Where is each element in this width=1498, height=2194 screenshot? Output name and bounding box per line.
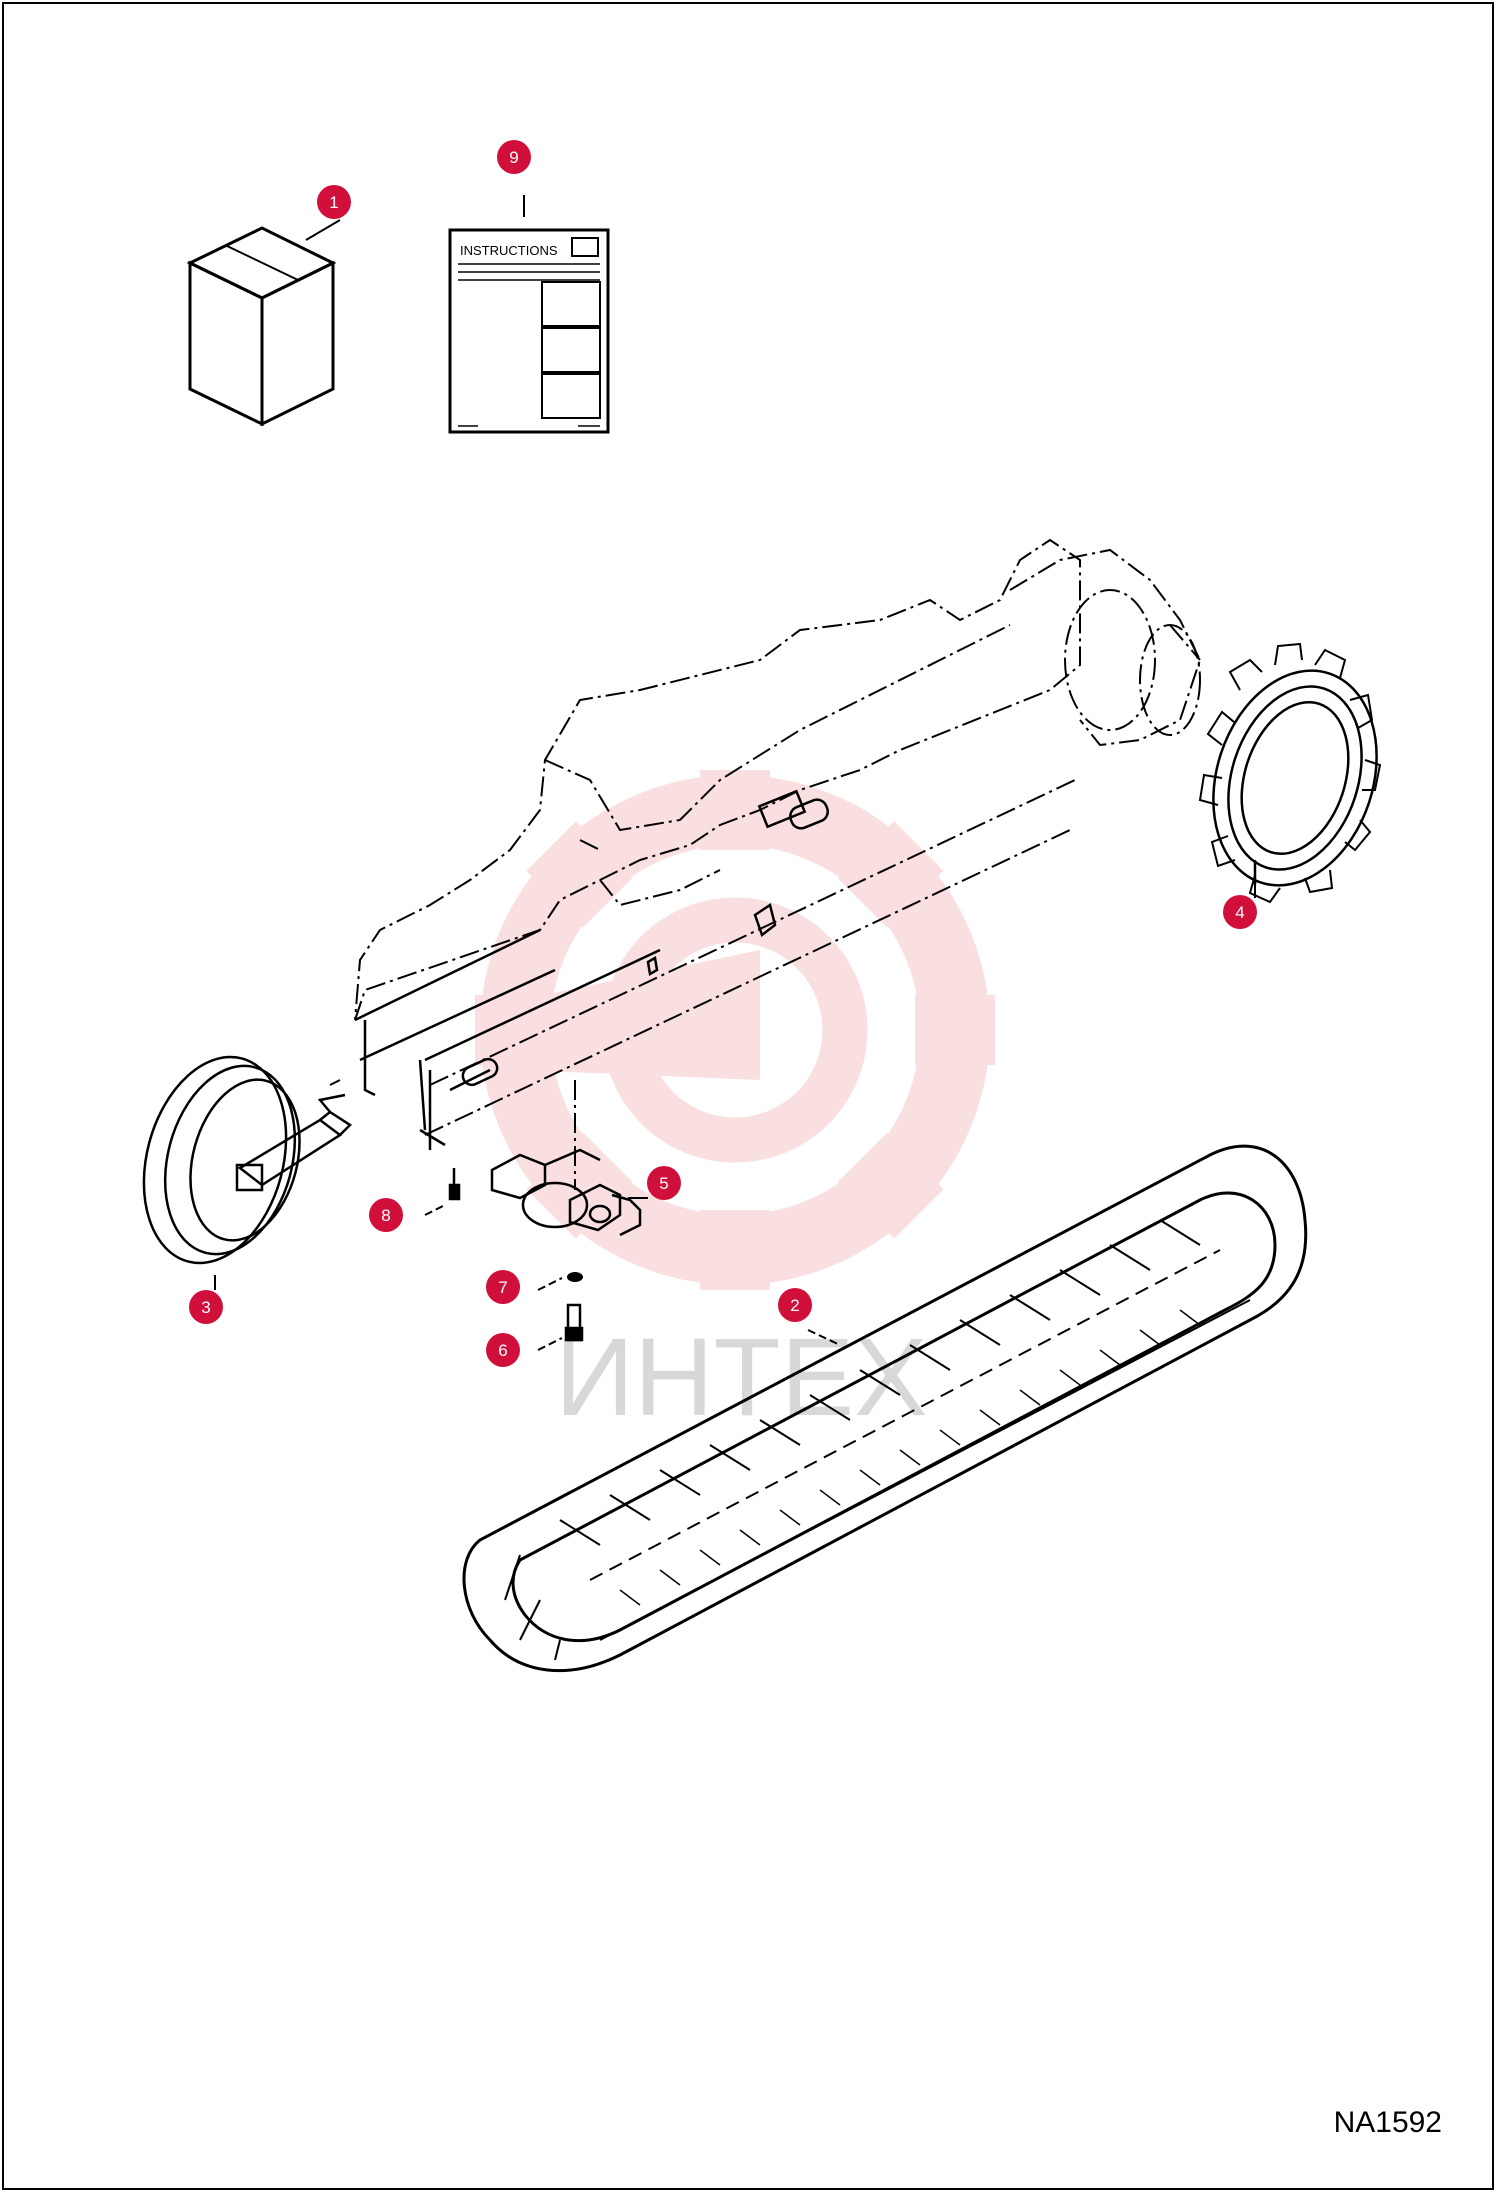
leader-7 [537, 1277, 563, 1291]
callout-4: 4 [1223, 895, 1257, 929]
part-rubber-track [462, 1144, 1308, 1673]
part-track-roller [490, 1148, 642, 1237]
part-washer-7 [567, 1272, 583, 1282]
part-bolt-8 [448, 1168, 461, 1201]
callout-5: 5 [647, 1166, 681, 1200]
reference-code: NA1592 [1333, 2106, 1442, 2139]
part-front-idler [142, 1055, 352, 1265]
leader-2 [807, 1329, 841, 1346]
callout-3: 3 [189, 1290, 223, 1324]
part-box [186, 226, 337, 427]
svg-text:2: 2 [790, 1296, 799, 1315]
instructions-label: INSTRUCTIONS [460, 243, 558, 258]
svg-text:1: 1 [329, 193, 338, 212]
svg-text:7: 7 [498, 1278, 507, 1297]
drive-motor [1009, 548, 1202, 747]
callout-9: 9 [497, 140, 531, 174]
callout-7: 7 [486, 1270, 520, 1304]
callout-8: 8 [369, 1198, 403, 1232]
callout-1: 1 [317, 185, 351, 219]
leader-8 [424, 1204, 446, 1216]
watermark-logo [475, 770, 995, 1290]
part-sprocket [1198, 642, 1382, 904]
svg-text:6: 6 [498, 1341, 507, 1360]
part-bolt-6 [564, 1303, 584, 1342]
callout-6: 6 [486, 1333, 520, 1367]
svg-text:9: 9 [509, 148, 518, 167]
undercarriage-frame [329, 538, 1081, 1190]
leader-1 [305, 219, 341, 241]
svg-text:5: 5 [659, 1174, 668, 1193]
frame-rail [354, 789, 829, 1150]
leader-6 [537, 1337, 563, 1351]
svg-text:4: 4 [1235, 903, 1244, 922]
svg-text:8: 8 [381, 1206, 390, 1225]
callout-2: 2 [778, 1288, 812, 1322]
part-instructions-sheet [448, 228, 610, 434]
svg-text:3: 3 [201, 1298, 210, 1317]
